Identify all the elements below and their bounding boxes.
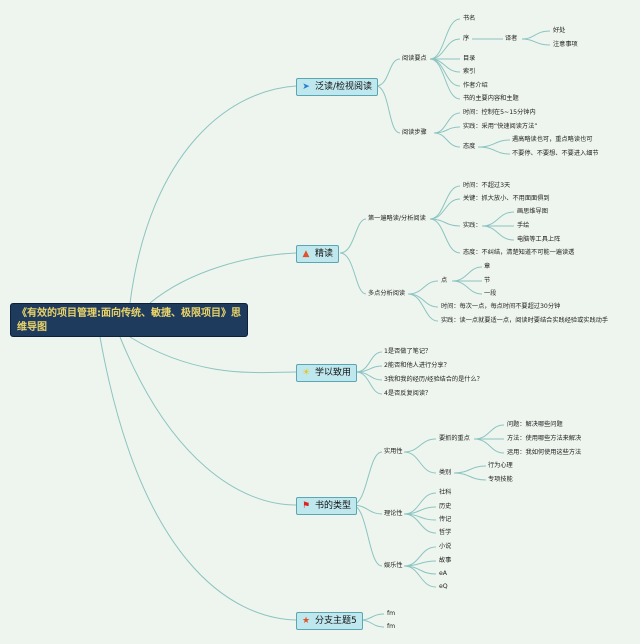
topic-philosophy[interactable]: 哲学 <box>439 529 452 536</box>
topic-chapter[interactable]: 章 <box>484 263 491 270</box>
topic-social[interactable]: 社科 <box>439 489 452 496</box>
topic-index[interactable]: 索引 <box>463 68 476 75</box>
topic-history[interactable]: 历史 <box>439 503 452 510</box>
topic-mindmap[interactable]: 画思维导图 <box>517 208 548 215</box>
topic-practical[interactable]: 实用性 <box>384 448 403 455</box>
sun-icon: ☀ <box>301 368 311 378</box>
topic-fm-2[interactable]: fm <box>387 623 396 630</box>
star-icon: ★ <box>301 616 311 626</box>
topic-main-content[interactable]: 书的主要内容和主题 <box>463 95 519 102</box>
topic-notes-question[interactable]: 1是否做了笔记？ <box>384 348 432 355</box>
topic-share-question[interactable]: 2能否和他人进行分享？ <box>384 362 450 369</box>
topic-section[interactable]: 节 <box>484 277 491 284</box>
topic-point[interactable]: 点 <box>441 277 448 284</box>
topic-preface[interactable]: 序 <box>463 35 470 42</box>
paper-plane-icon: ➤ <box>302 82 310 92</box>
branch-label: 精读 <box>315 249 334 259</box>
topic-attitude[interactable]: 态度：不纠结，清楚知道不可能一遍读透 <box>463 249 575 256</box>
topic-practice[interactable]: 实践：采用“快速阅读方法” <box>463 123 538 130</box>
fire-icon: ▲ <box>302 249 310 259</box>
topic-experience-question[interactable]: 3我和我的经历/经验结合的是什么？ <box>384 376 483 383</box>
topic-computer-tools[interactable]: 电脑等工具上阵 <box>517 236 561 243</box>
topic-notes[interactable]: 注意事项 <box>553 41 578 48</box>
topic-practice-combine[interactable]: 实践：读一点就要适一点，阅读时要结合实践经验或实践动手 <box>441 317 609 324</box>
topic-time[interactable]: 时间：控制在5~15分钟内 <box>463 109 536 116</box>
topic-paragraph[interactable]: 一段 <box>484 290 497 297</box>
topic-theory[interactable]: 理论性 <box>384 510 403 517</box>
topic-fm-1[interactable]: fm <box>387 610 396 617</box>
topic-time-per-point[interactable]: 时间：每次一点，每点时间不要超过30分钟 <box>441 303 561 310</box>
topic-story[interactable]: 故事 <box>439 557 452 564</box>
topic-biography[interactable]: 传记 <box>439 516 452 523</box>
topic-benefits[interactable]: 好处 <box>553 27 566 34</box>
branch-apply[interactable]: ☀ 学以致用 <box>296 364 358 382</box>
topic-apply[interactable]: 运用：我如何使用这些方法 <box>507 449 582 456</box>
topic-toc[interactable]: 目录 <box>463 55 476 62</box>
topic-skills[interactable]: 专项技能 <box>488 476 513 483</box>
topic-translator[interactable]: 译者 <box>505 35 518 42</box>
branch-intensive-reading[interactable]: ▲ 精读 <box>296 245 340 263</box>
flag-icon: ⚑ <box>301 501 311 511</box>
branch-label: 学以致用 <box>315 368 352 378</box>
branch-label: 书的类型 <box>315 501 352 511</box>
topic-novel[interactable]: 小说 <box>439 543 452 550</box>
topic-handdraw[interactable]: 手绘 <box>517 222 530 229</box>
topic-practice[interactable]: 实践： <box>463 222 482 229</box>
topic-behavior[interactable]: 行为心理 <box>488 462 513 469</box>
topic-key[interactable]: 关键：抓大放小、不用面面俱到 <box>463 195 550 202</box>
branch-label: 分支主题5 <box>315 616 357 626</box>
topic-reading-steps[interactable]: 阅读步骤 <box>402 129 427 136</box>
topic-attitude[interactable]: 态度 <box>463 143 476 150</box>
topic-eq[interactable]: eQ <box>439 583 448 590</box>
topic-book-title[interactable]: 书名 <box>463 15 476 22</box>
topic-method[interactable]: 方法：使用哪些方法来解决 <box>507 435 582 442</box>
topic-dont-stop[interactable]: 不要停、不要想、不要进入细节 <box>512 150 599 157</box>
topic-reading-points[interactable]: 阅读要点 <box>402 55 427 62</box>
topic-category[interactable]: 类别 <box>439 469 452 476</box>
branch-label: 泛读/检视阅读 <box>315 82 373 92</box>
topic-key-points[interactable]: 要抓的重点 <box>439 435 470 442</box>
topic-author[interactable]: 作者介绍 <box>463 82 488 89</box>
topic-reread-question[interactable]: 4是否反复阅读？ <box>384 390 432 397</box>
topic-ea[interactable]: eA <box>439 570 448 577</box>
topic-skim-ok[interactable]: 遇高略读也可，重点略读也可 <box>512 136 593 143</box>
topic-time[interactable]: 时间：不超过3天 <box>463 182 511 189</box>
topic-first-pass[interactable]: 第一遍略读/分析阅读 <box>368 215 426 222</box>
root-topic[interactable]: 《有效的项目管理:面向传统、敏捷、极限项目》思维导图 <box>10 303 248 337</box>
topic-entertainment[interactable]: 娱乐性 <box>384 562 403 569</box>
topic-problem[interactable]: 问题：解决哪些问题 <box>507 421 563 428</box>
branch-book-types[interactable]: ⚑ 书的类型 <box>296 497 358 515</box>
branch-skim-reading[interactable]: ➤ 泛读/检视阅读 <box>296 78 379 96</box>
branch-topic-5[interactable]: ★ 分支主题5 <box>296 612 363 630</box>
topic-multi-point[interactable]: 多点分析阅读 <box>368 290 406 297</box>
